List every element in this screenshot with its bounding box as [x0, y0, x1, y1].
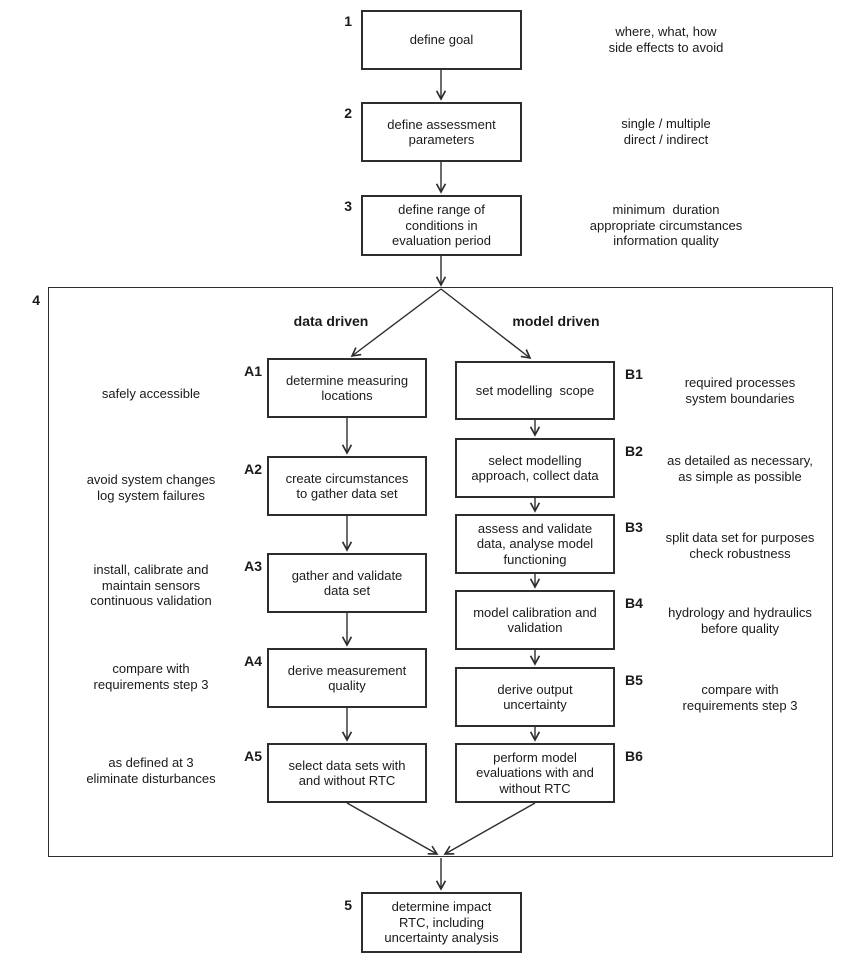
step-b2-number: B2 — [625, 443, 643, 459]
step-2-box: define assessment parameters — [361, 102, 522, 162]
step-1-number: 1 — [344, 13, 352, 29]
step-b3-number: B3 — [625, 519, 643, 535]
step-a2-note: avoid system changes log system failures — [86, 472, 216, 503]
step-b5-note: compare with requirements step 3 — [682, 682, 798, 713]
arrow-split-b1 — [440, 288, 532, 360]
step-a4-note: compare with requirements step 3 — [93, 661, 209, 692]
step-2-number: 2 — [344, 105, 352, 121]
step-b6-number: B6 — [625, 748, 643, 764]
arrow-split-a1 — [350, 288, 442, 358]
step-5-number: 5 — [344, 897, 352, 913]
step-b1-number: B1 — [625, 366, 643, 382]
arrow-b6-converge — [443, 802, 536, 855]
phase-4-container-box — [48, 287, 833, 857]
step-b5-box: derive output uncertainty — [455, 667, 615, 727]
step-a1-number: A1 — [244, 363, 262, 379]
step-b4-box: model calibration and validation — [455, 590, 615, 650]
step-a3-box: gather and validate data set — [267, 553, 427, 613]
step-b4-note: hydrology and hydraulics before quality — [668, 605, 812, 636]
step-3-note: minimum duration appropriate circumstanc… — [589, 202, 743, 248]
step-3-box: define range of conditions in evaluation… — [361, 195, 522, 256]
step-1-box: define goal — [361, 10, 522, 70]
step-a4-box: derive measurement quality — [267, 648, 427, 708]
step-4-number: 4 — [32, 292, 40, 308]
step-a2-number: A2 — [244, 461, 262, 477]
step-a3-note: install, calibrate and maintain sensors … — [90, 562, 212, 608]
step-a1-note: safely accessible — [101, 386, 201, 401]
step-b6-box: perform model evaluations with and witho… — [455, 743, 615, 803]
step-a4-number: A4 — [244, 653, 262, 669]
step-b1-note: required processes system boundaries — [684, 375, 796, 406]
step-a1-box: determine measuring locations — [267, 358, 427, 418]
step-a5-note: as defined at 3 eliminate disturbances — [86, 755, 216, 786]
branch-header-model-driven: model driven — [512, 313, 600, 329]
step-a5-box: select data sets with and without RTC — [267, 743, 427, 803]
step-a2-box: create circumstances to gather data set — [267, 456, 427, 516]
step-b4-number: B4 — [625, 595, 643, 611]
step-1-note: where, what, how side effects to avoid — [608, 24, 724, 55]
step-b3-box: assess and validate data, analyse model … — [455, 514, 615, 574]
step-b1-box: set modelling scope — [455, 361, 615, 420]
step-3-number: 3 — [344, 198, 352, 214]
step-a3-number: A3 — [244, 558, 262, 574]
branch-header-data-driven: data driven — [293, 313, 369, 329]
step-a5-number: A5 — [244, 748, 262, 764]
step-b2-box: select modelling approach, collect data — [455, 438, 615, 498]
arrow-a5-converge — [346, 802, 439, 855]
step-b3-note: split data set for purposes check robust… — [665, 530, 815, 561]
step-2-note: single / multiple direct / indirect — [621, 116, 711, 147]
step-b5-number: B5 — [625, 672, 643, 688]
step-5-box: determine impact RTC, including uncertai… — [361, 892, 522, 953]
step-b2-note: as detailed as necessary, as simple as p… — [667, 453, 813, 484]
